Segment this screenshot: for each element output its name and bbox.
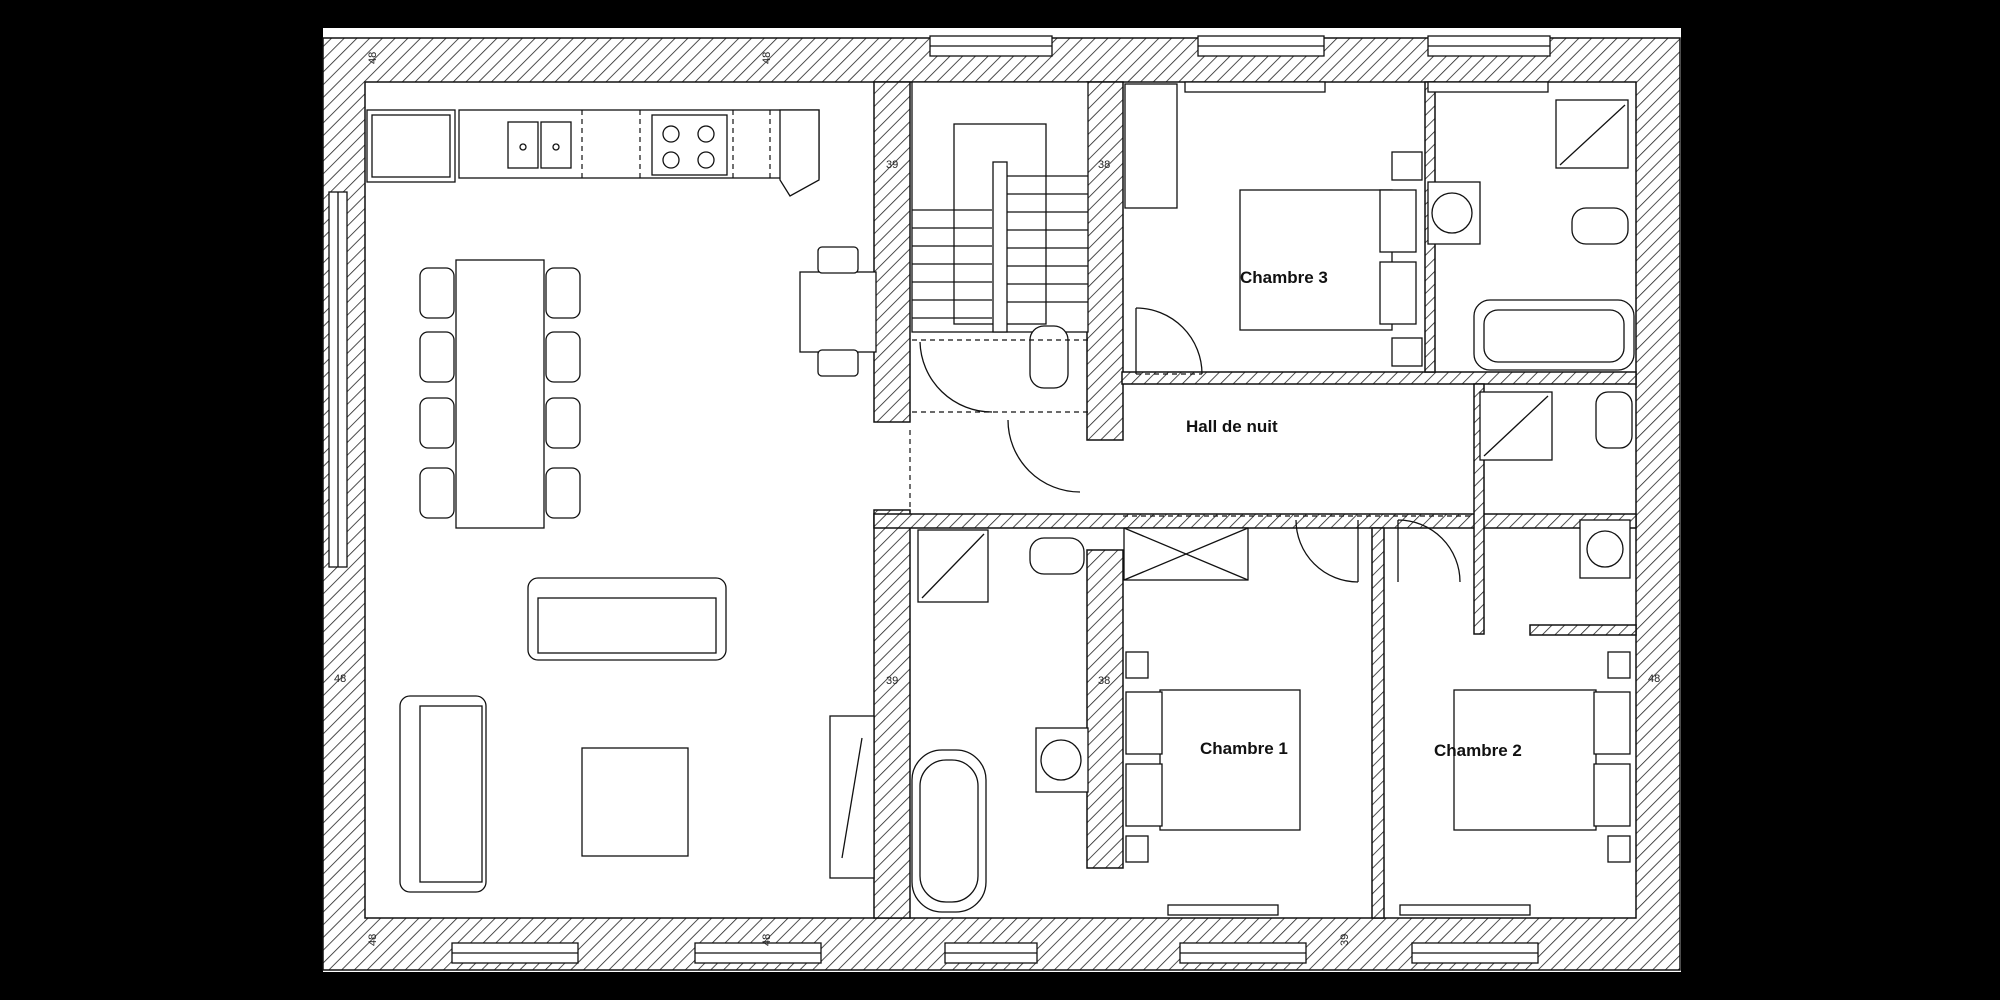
dimension-label: 48 bbox=[367, 934, 379, 946]
dining-table bbox=[419, 259, 581, 529]
dimension-label: 39 bbox=[886, 675, 898, 687]
staircase bbox=[911, 81, 1089, 333]
dimension-label: 48 bbox=[1648, 673, 1660, 685]
room-label-chambre-1: Chambre 1 bbox=[1200, 739, 1288, 758]
dimension-label: 38 bbox=[1098, 159, 1110, 171]
bathroom-mid-right bbox=[1479, 391, 1633, 579]
room-label-chambre-3: Chambre 3 bbox=[1240, 268, 1328, 287]
chambre-2 bbox=[1453, 651, 1631, 863]
hall-de-nuit bbox=[1123, 515, 1470, 583]
side-table bbox=[799, 246, 877, 377]
interior-walls bbox=[873, 81, 1637, 919]
dimension-label: 48 bbox=[367, 52, 379, 64]
bathroom-top-right bbox=[1427, 99, 1635, 371]
dimension-label: 39 bbox=[1339, 934, 1351, 946]
sofas bbox=[399, 577, 875, 893]
dimension-label: 48 bbox=[761, 52, 773, 64]
kitchen bbox=[366, 109, 820, 197]
dimension-label: 48 bbox=[334, 673, 346, 685]
chambre-3 bbox=[1124, 83, 1423, 375]
dimension-label: 39 bbox=[886, 159, 898, 171]
bathroom-bottom bbox=[911, 529, 1089, 913]
wc-stairs bbox=[909, 325, 1088, 512]
dimension-label: 48 bbox=[761, 934, 773, 946]
room-label-hall-de-nuit: Hall de nuit bbox=[1186, 417, 1278, 436]
dimension-label: 38 bbox=[1098, 675, 1110, 687]
windows bbox=[328, 35, 1551, 964]
room-label-chambre-2: Chambre 2 bbox=[1434, 741, 1522, 760]
chambre-1 bbox=[1123, 527, 1301, 863]
